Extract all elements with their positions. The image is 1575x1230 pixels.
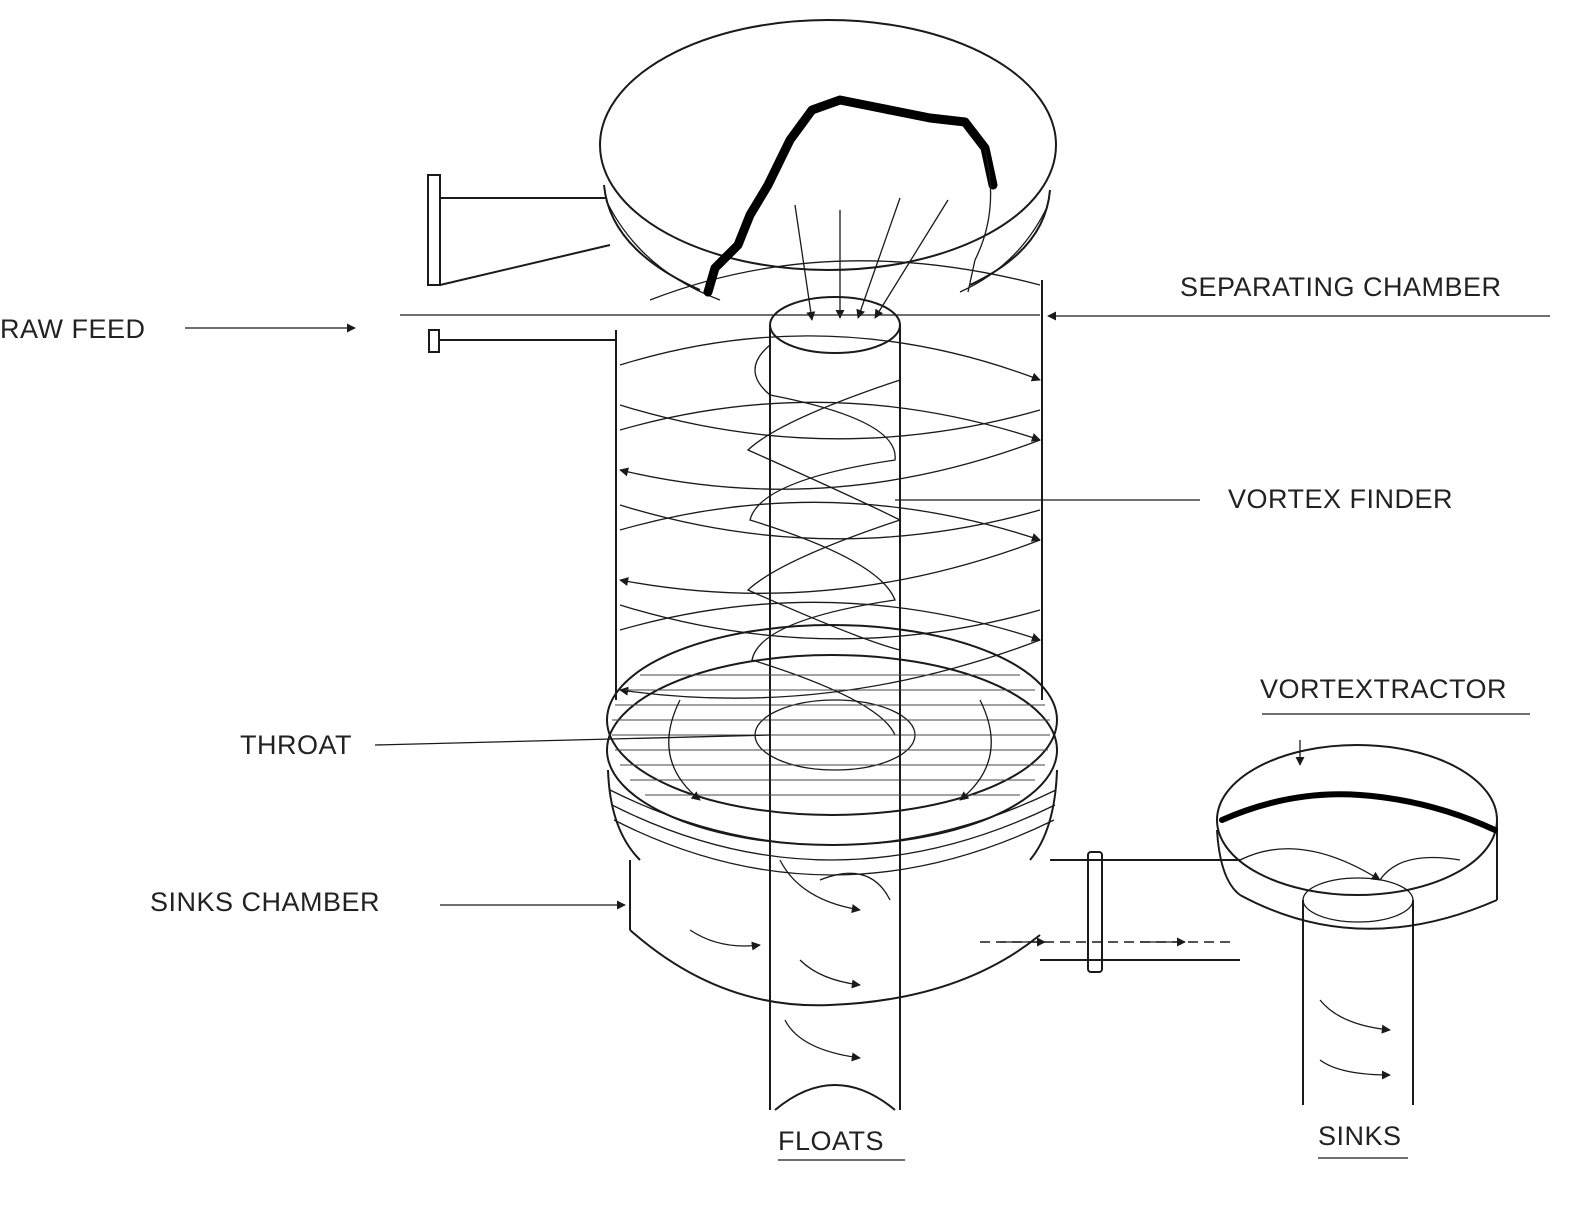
separating-chamber-vessel	[599, 19, 1057, 700]
label-vortex-finder: VORTEX FINDER	[1228, 484, 1453, 514]
label-floats: FLOATS	[778, 1126, 884, 1156]
connecting-pipe	[980, 851, 1240, 973]
feed-inlet-pipe	[427, 174, 616, 353]
label-vortextractor: VORTEXTRACTOR	[1260, 674, 1507, 704]
vortextractor-vessel	[1216, 740, 1498, 1105]
leader-lines	[185, 311, 1550, 1161]
label-sinks-chamber: SINKS CHAMBER	[150, 887, 380, 917]
vortex-finder-tube	[769, 197, 949, 1111]
label-sinks: SINKS	[1318, 1121, 1402, 1151]
floats-outlet	[784, 1019, 861, 1062]
label-throat: THROAT	[240, 730, 352, 760]
spiral-flow-lines	[400, 314, 1041, 736]
sinks-chamber-vessel	[606, 624, 1058, 1007]
label-separating-chamber: SEPARATING CHAMBER	[1180, 272, 1502, 302]
label-raw-feed: RAW FEED	[0, 314, 146, 344]
